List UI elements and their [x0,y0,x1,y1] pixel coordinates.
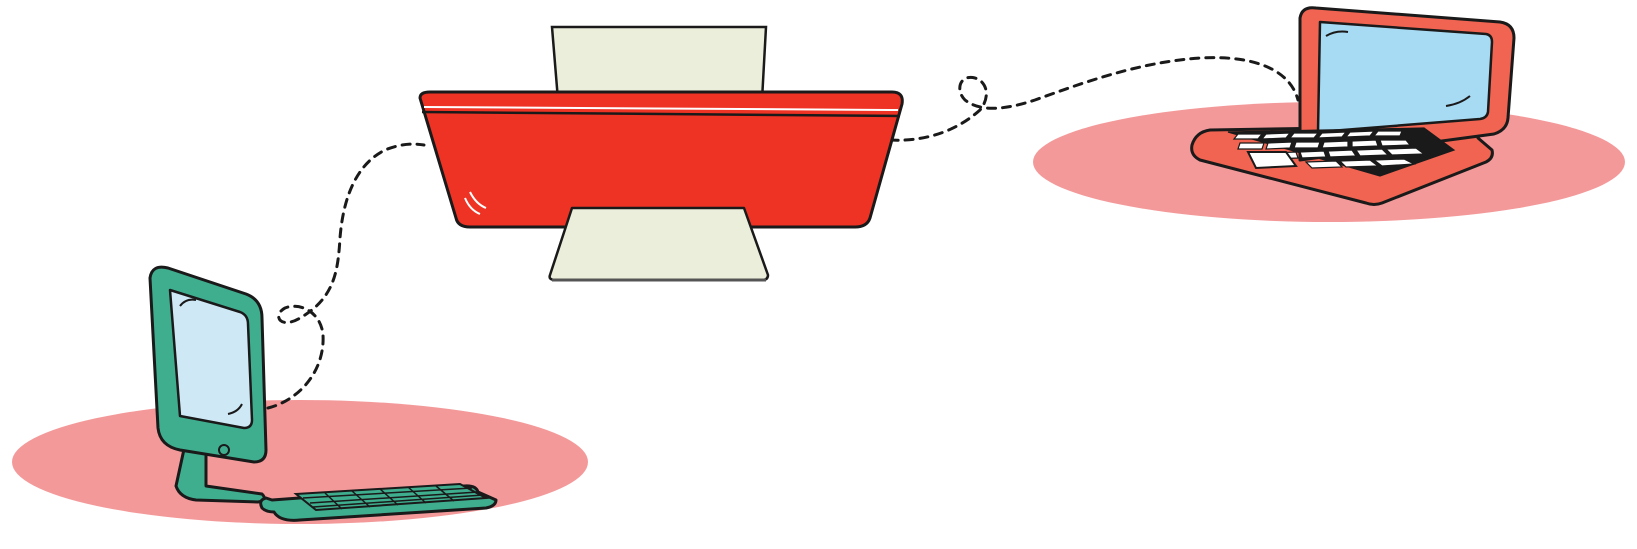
monitor-screen-glare-2 [227,403,243,415]
monitor-power-button [218,444,230,456]
printer-input-paper [550,25,768,102]
printer-shine-1 [464,197,481,215]
monitor-stand [174,438,266,504]
printer-shine-2 [469,191,487,209]
monitor-screen [168,288,254,430]
laptop-icon [1190,6,1516,206]
monitor-screen-glare-1 [179,298,197,307]
laptop-screen [1316,20,1494,134]
printer-top-edge [421,110,901,118]
desktop-monitor-icon [148,265,268,504]
cable-desktop-to-printer [266,142,426,410]
printer-output-paper [548,206,770,282]
laptop-screen-glare-1 [1325,30,1349,37]
printer-body [418,90,904,229]
laptop-keyboard [1227,127,1456,177]
printer-top-highlight [423,106,899,111]
desktop-keyboard-icon [259,482,498,522]
laptop-screen-glare-2 [1445,95,1471,107]
laptop-trackpad [1246,151,1298,170]
keyboard-key-lines [302,485,484,510]
printer-icon [418,25,904,282]
cable-printer-to-laptop [888,56,1300,142]
